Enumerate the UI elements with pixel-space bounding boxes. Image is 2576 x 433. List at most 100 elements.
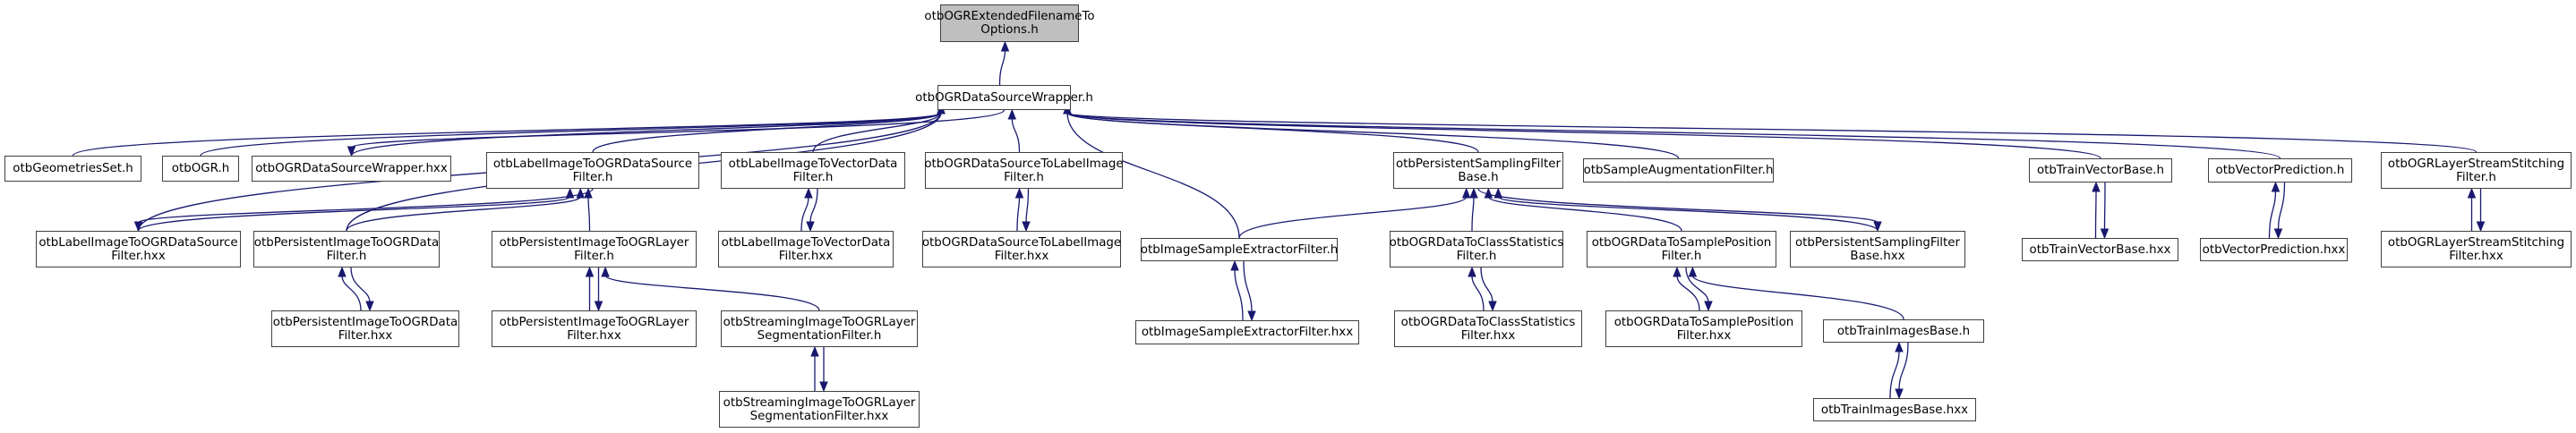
arrowhead-icon [584,187,593,199]
edge-pogrdhxx-to-pogrd [341,275,362,311]
graph-node-label: otbPersistentImageToOGRData Filter.hxx [272,315,458,343]
graph-node-label: otbImageSampleExtractorFilter.h [1140,242,1339,257]
arrowhead-icon [1673,266,1682,277]
graph-node-label: otbOGRDataToClassStatistics Filter.hxx [1400,315,1576,343]
graph-node-ogrlblhxx[interactable]: otbOGRDataSourceToLabelImage Filter.hxx [922,231,1121,267]
edge-ise-to-pssb [1238,196,1468,239]
graph-node-label: otbOGRDataToClassStatistics Filter.h [1389,235,1564,263]
graph-node-label: otbOGRLayerStreamStitching Filter.h [2387,157,2565,184]
arrowhead-icon [1230,259,1239,271]
arrowhead-icon [2476,221,2486,233]
graph-node-label: otbLabelImageToVectorData Filter.h [728,157,898,184]
edge-ogrclshxx-to-ogrcls [1471,275,1485,311]
arrowhead-icon [365,301,374,312]
graph-node-ogrcls[interactable]: otbOGRDataToClassStatistics Filter.h [1390,231,1563,267]
edge-geomset-to-wrapper [72,112,942,157]
arrowhead-icon [347,146,356,157]
graph-node-ogrsp[interactable]: otbOGRDataToSamplePosition Filter.h [1587,231,1776,267]
edge-lblogrhxx-to-lblogr [137,196,571,232]
edge-stitch-to-wrapper [1066,112,2478,153]
edge-lblogr-to-lblogrhxx [137,188,594,224]
graph-node-tvb[interactable]: otbTrainVectorBase.h [2029,158,2172,183]
edge-lblvechxx-to-lblvec [800,196,809,232]
graph-node-lblvec[interactable]: otbLabelImageToVectorData Filter.h [721,152,905,189]
graph-node-pssb[interactable]: otbPersistentSamplingFilter Base.h [1393,152,1563,189]
arrowhead-icon [338,266,347,277]
edge-wrapperhxx-to-wrapper [350,112,942,157]
graph-node-lblogrhxx[interactable]: otbLabelImageToOGRDataSource Filter.hxx [36,231,241,267]
graph-node-label: otbOGRLayerStreamStitching Filter.hxx [2387,235,2565,263]
graph-node-pogrl[interactable]: otbPersistentImageToOGRLayer Filter.h [492,231,697,267]
graph-node-pogrd[interactable]: otbPersistentImageToOGRData Filter.h [253,231,440,267]
edge-tib-to-tibhxx [1898,342,1909,391]
graph-node-pssbhxx[interactable]: otbPersistentSamplingFilter Base.hxx [1790,231,1965,267]
graph-node-lblvechxx[interactable]: otbLabelImageToVectorData Filter.hxx [718,231,894,267]
arrowhead-icon [804,187,813,199]
graph-node-vp[interactable]: otbVectorPrediction.h [2208,158,2352,183]
graph-node-lblogr[interactable]: otbLabelImageToOGRDataSource Filter.h [486,152,699,189]
graph-node-label: otbOGR.h [171,162,230,175]
graph-node-label: otbPersistentSamplingFilter Base.h [1395,157,1562,184]
graph-node-tibhxx[interactable]: otbTrainImagesBase.hxx [1813,398,1976,421]
graph-node-wrapperhxx[interactable]: otbOGRDataSourceWrapper.hxx [252,156,451,182]
graph-node-label: otbVectorPrediction.hxx [2202,242,2346,257]
edge-sseg-to-pogrl [604,275,820,311]
graph-node-ogrsphxx[interactable]: otbOGRDataToSamplePosition Filter.hxx [1605,310,1802,347]
graph-node-sseg[interactable]: otbStreamingImageToOGRLayer Segmentation… [721,310,918,347]
graph-node-sampaug[interactable]: otbSampleAugmentationFilter.h [1583,158,1774,183]
graph-node-ise[interactable]: otbImageSampleExtractorFilter.h [1141,238,1338,261]
graph-node-pogrlhxx[interactable]: otbPersistentImageToOGRLayer Filter.hxx [492,310,697,347]
graph-node-label: otbStreamingImageToOGRLayer Segmentation… [723,395,916,423]
graph-node-label: otbLabelImageToOGRDataSource Filter.h [492,157,693,184]
graph-node-label: otbOGRDataToSamplePosition Filter.hxx [1613,315,1794,343]
edge-pogrd-to-lblogr [346,196,581,232]
arrowhead-icon [1000,40,1010,52]
edge-vphxx-to-vp [2268,190,2277,239]
graph-node-label: otbTrainVectorBase.hxx [2029,242,2171,257]
edge-ogrcls-to-pssb [1471,196,1475,232]
graph-node-ssegHxx[interactable]: otbStreamingImageToOGRLayer Segmentation… [719,391,920,428]
graph-node-pogrdhxx[interactable]: otbPersistentImageToOGRData Filter.hxx [271,310,459,347]
graph-node-wrapper[interactable]: otbOGRDataSourceWrapper.h [915,85,1093,110]
arrowhead-icon [2092,181,2101,192]
arrowhead-icon [1007,108,1017,120]
graph-node-ogrclshxx[interactable]: otbOGRDataToClassStatistics Filter.hxx [1394,310,1582,347]
edge-vp-to-vphxx [2277,182,2286,231]
graph-node-ogr[interactable]: otbOGR.h [162,156,239,182]
arrowhead-icon [2271,181,2281,192]
arrowhead-icon [133,221,143,233]
edge-lblvec-to-lblvechxx [809,188,818,224]
graph-node-tvbhxx[interactable]: otbTrainVectorBase.hxx [2022,238,2178,261]
edge-vp-to-wrapper [1066,112,2281,159]
edge-pogrd-to-pogrdhxx [350,267,371,303]
edge-ogrlbl-to-wrapper [1011,117,1021,153]
graph-node-label: otbOGRDataSourceToLabelImage Filter.hxx [921,235,1122,263]
graph-node-stitchhxx[interactable]: otbOGRLayerStreamStitching Filter.hxx [2381,231,2572,267]
graph-node-tib[interactable]: otbTrainImagesBase.h [1823,319,1984,343]
edge-wrapper-to-root [998,49,1006,86]
arrowhead-icon [585,266,595,277]
graph-node-ogrlbl[interactable]: otbOGRDataSourceToLabelImage Filter.h [924,152,1124,189]
arrowhead-icon [1873,221,1882,233]
arrowhead-icon [576,187,585,199]
graph-node-isehxx[interactable]: otbImageSampleExtractorFilter.hxx [1135,320,1359,344]
graph-node-stitch[interactable]: otbOGRLayerStreamStitching Filter.h [2381,152,2572,189]
edge-pssb-to-wrapper [1066,112,1479,153]
edge-pogrl-to-lblogr [587,196,591,232]
edge-isehxx-to-ise [1234,268,1244,321]
arrowhead-icon [1469,187,1478,199]
edge-wrapper-to-wrapperhxx [350,109,1006,149]
graph-node-label: otbPersistentImageToOGRData Filter.h [253,235,440,263]
graph-node-label: otbStreamingImageToOGRLayer Segmentation… [723,315,916,343]
edge-sampaug-to-wrapper [1066,112,1680,159]
graph-node-geomset[interactable]: otbGeometriesSet.h [4,156,141,182]
edge-ogrsp-to-ogrsphxx [1685,267,1709,303]
graph-node-label: otbLabelImageToOGRDataSource Filter.hxx [39,235,238,263]
graph-node-label: otbOGRDataSourceWrapper.h [915,90,1093,105]
arrowhead-icon [2273,228,2283,240]
edge-ogrcls-to-ogrclshxx [1480,267,1493,303]
graph-node-label: otbTrainImagesBase.h [1836,324,1971,338]
graph-node-vphxx[interactable]: otbVectorPrediction.hxx [2200,238,2348,261]
edge-ise-to-isehxx [1243,260,1253,313]
